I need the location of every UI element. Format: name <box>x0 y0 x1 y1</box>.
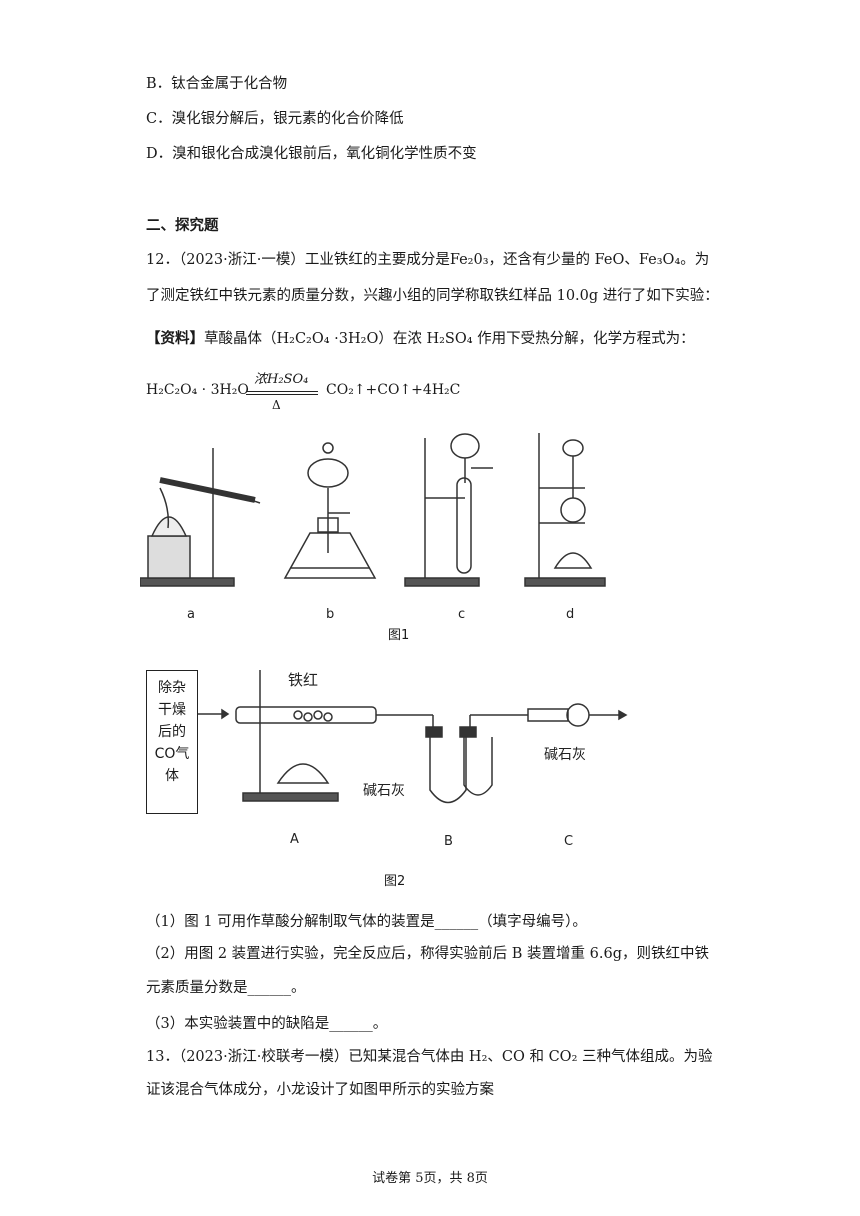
fig1-label-b: b <box>326 607 334 622</box>
equation-catalyst: 浓H₂SO₄ <box>254 372 309 387</box>
fig1-caption: 图1 <box>388 628 410 643</box>
fig1-label-d: d <box>566 607 574 622</box>
apparatus-c <box>404 433 493 587</box>
option-c: C．溴化银分解后，银元素的化合价降低 <box>146 111 404 127</box>
apparatus-B <box>425 714 528 804</box>
equation-right: CO₂↑+CO↑+4H₂C <box>326 382 461 398</box>
fig1-label-c: c <box>458 607 465 622</box>
label-jianshihui-c: 碱石灰 <box>544 747 586 763</box>
figure-2: 铁红 碱石灰 碱石灰 A B C <box>198 670 628 849</box>
co-gas-box: 除杂 干燥 后的 CO气 体 <box>146 670 198 814</box>
figure-1: a b c d <box>140 433 606 622</box>
page-footer: 试卷第 5页，共 8页 <box>372 1171 488 1186</box>
apparatus-b <box>283 442 377 579</box>
fig2-label-B: B <box>444 834 453 849</box>
fig1-label-a: a <box>187 607 195 622</box>
q12-line3: 【资料】草酸晶体（H₂C₂O₄ ·3H₂O）在浓 H₂SO₄ 作用下受热分解，化… <box>146 330 695 347</box>
question-1: （1）图 1 可用作草酸分解制取气体的装置是______（填字母编号）。 <box>146 914 587 930</box>
apparatus-C <box>527 703 628 727</box>
fig2-label-C: C <box>564 834 573 849</box>
fig2-caption: 图2 <box>384 874 406 889</box>
q13-line2: 证该混合气体成分，小龙设计了如图甲所示的实验方案 <box>146 1082 494 1098</box>
q12-line1: 12．（2023·浙江·一模）工业铁红的主要成分是Fe₂0₃，还含有少量的 Fe… <box>146 252 710 268</box>
section-title: 二、探究题 <box>146 217 219 234</box>
q12-line2: 了测定铁红中铁元素的质量分数，兴趣小组的同学称取铁红样品 10.0g 进行了如下… <box>146 288 719 304</box>
fig2-label-A: A <box>290 832 299 847</box>
question-3: （3）本实验装置中的缺陷是______。 <box>146 1016 388 1032</box>
equation-left: H₂C₂O₄ · 3H₂O <box>146 382 249 398</box>
question-2-line2: 元素质量分数是______。 <box>146 980 306 996</box>
option-d: D．溴和银化合成溴化银前后，氧化铜化学性质不变 <box>146 146 477 162</box>
apparatus-a <box>140 448 261 587</box>
apparatus-d <box>524 433 606 587</box>
question-2-line1: （2）用图 2 装置进行实验，完全反应后，称得实验前后 B 装置增重 6.6g，… <box>146 946 709 962</box>
equation: H₂C₂O₄ · 3H₂O 浓H₂SO₄ Δ CO₂↑+CO↑+4H₂C <box>146 372 460 416</box>
label-tiehong: 铁红 <box>288 671 318 689</box>
option-b: B．钛合金属于化合物 <box>146 76 288 92</box>
apparatus-A <box>235 670 433 802</box>
equation-double-line <box>246 391 318 395</box>
q13-line1: 13．（2023·浙江·校联考一模）已知某混合气体由 H₂、CO 和 CO₂ 三… <box>146 1049 713 1065</box>
label-jianshihui-b: 碱石灰 <box>363 783 405 799</box>
equation-heat: Δ <box>272 398 281 412</box>
